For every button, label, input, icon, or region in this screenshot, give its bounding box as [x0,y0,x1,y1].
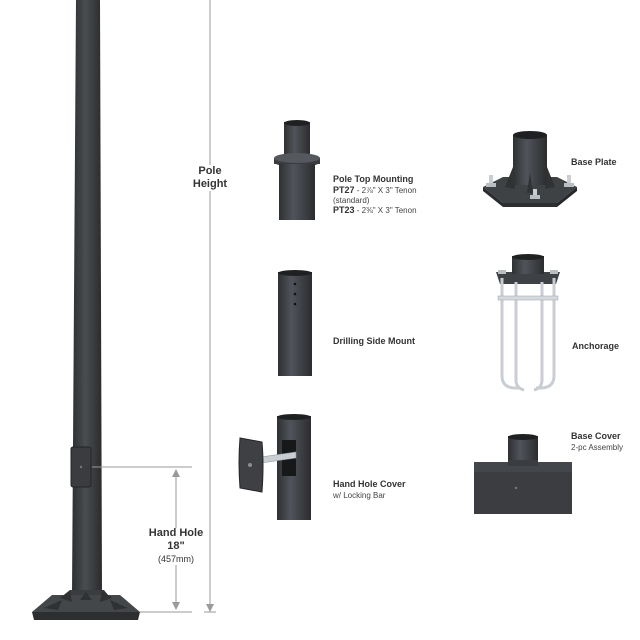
hand-hole-label: Hand Hole 18" (457mm) [140,527,212,566]
base-cover-note: 2-pc Assembly [571,443,624,452]
hand-hole-cover-illustration [238,414,311,520]
base-cover-title: Base Cover [571,431,621,441]
pt23-desc: - 2⅜" X 3" Tenon [354,206,417,215]
hand-hole-cover-title: Hand Hole Cover [333,479,406,489]
pole-base-plate [32,595,140,612]
pt23-code: PT23 [333,205,355,215]
hand-hole-line1: Hand Hole [148,527,204,539]
pole-height-line2: Height [192,178,228,190]
base-plate-illustration [483,131,577,207]
pole-height-label: Pole Height [182,165,238,191]
anchorage-label: Anchorage [572,341,620,351]
hand-hole-size: 18" [167,540,185,552]
pole-top-title: Pole Top Mounting [333,174,414,184]
pole-shaft [72,0,102,595]
base-cover-illustration [474,434,572,514]
base-cover-label: Base Cover 2-pc Assembly [571,431,623,453]
pole-top-tenon-illustration [274,120,320,220]
anchorage-illustration [496,254,560,392]
hand-hole-cover-label: Hand Hole Cover w/ Locking Bar [333,479,406,501]
pt27-code: PT27 [333,185,355,195]
hand-hole-metric: (457mm) [157,554,194,564]
pole-height-line1: Pole [198,165,222,177]
pole-top-mounting-label: Pole Top Mounting PT27 - 2⅞" X 3" Tenon … [333,174,463,216]
drilling-side-mount-label: Drilling Side Mount [333,336,415,346]
pt27-desc: - 2⅞" X 3" Tenon [354,186,417,195]
hand-hole-cover-note: w/ Locking Bar [333,491,386,500]
pt27-note: (standard) [333,196,370,205]
drilling-side-mount-illustration [278,270,312,376]
base-plate-label: Base Plate [571,157,617,167]
